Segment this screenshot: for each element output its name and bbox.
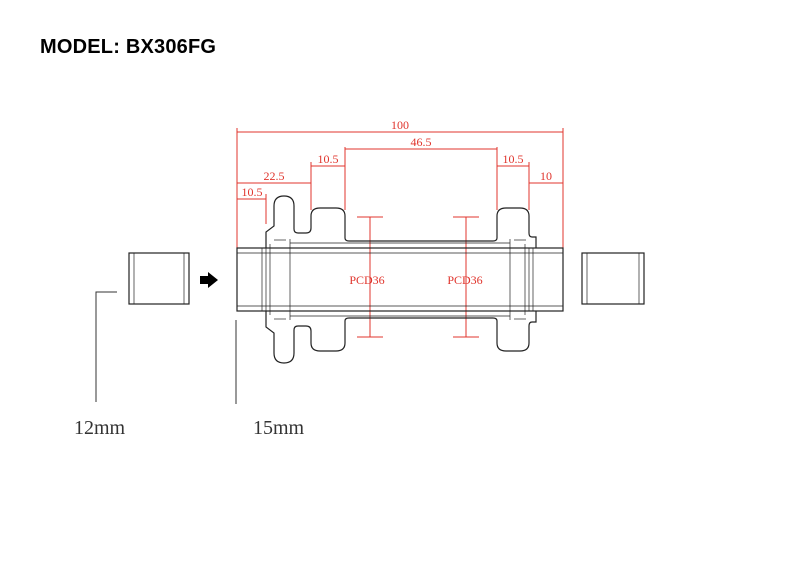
arrow-right-icon: [200, 272, 218, 288]
dim-right-end-label: 10: [540, 169, 552, 183]
dim-left-end-label: 10.5: [242, 185, 263, 199]
model-title: MODEL: BX306FG: [40, 36, 217, 58]
size-12mm-label: 12mm: [74, 417, 126, 439]
left-adapter-12mm: [128, 252, 190, 305]
pcd-right-label: PCD36: [447, 273, 482, 287]
dim-center-label: 46.5: [411, 135, 432, 149]
dim-overall-label: 100: [391, 118, 409, 132]
dimension-lines: [236, 128, 564, 338]
hub-body: [236, 195, 564, 364]
dim-left-flange-label: 10.5: [318, 152, 339, 166]
size-15mm-label: 15mm: [253, 417, 305, 439]
dim-right-flange-label: 10.5: [503, 152, 524, 166]
pcd-left-label: PCD36: [349, 273, 384, 287]
dim-left-center-label: 22.5: [264, 169, 285, 183]
left-size-leader: [95, 291, 117, 402]
right-adapter: [581, 252, 645, 305]
